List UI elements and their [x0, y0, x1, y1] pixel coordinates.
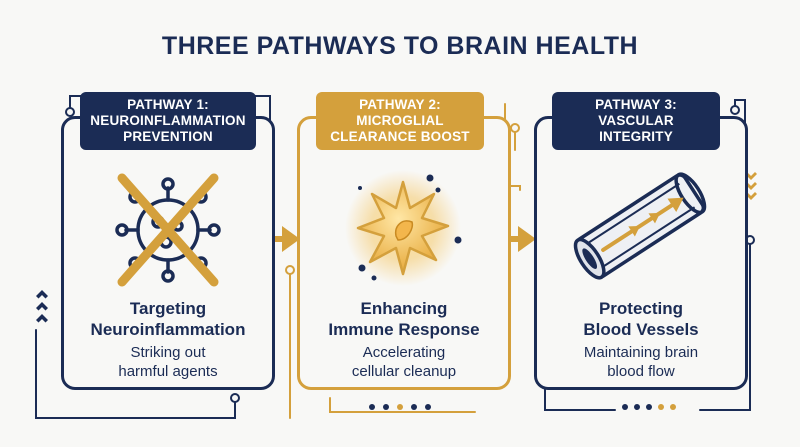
pathway-1-header-line: PREVENTION	[123, 129, 213, 144]
pathway-1-heading-line: Targeting	[129, 299, 207, 318]
pathway-2-header-line: CLEARANCE BOOST	[330, 129, 470, 144]
pathway-3-description-line: Maintaining brain	[583, 344, 699, 361]
pathway-2-heading: Enhancing Immune Response	[297, 298, 511, 340]
pathway-1-description: Striking out harmful agents	[61, 343, 275, 381]
glowing-microglia-icon	[345, 170, 462, 286]
pathway-2-heading-line: Immune Response	[328, 320, 480, 339]
pathway-3-header-line: VASCULAR	[598, 113, 674, 128]
pathway-2-header-line: PATHWAY 2:	[359, 97, 441, 112]
pathway-2-description-line: Accelerating	[362, 344, 446, 361]
pathway-2-header: PATHWAY 2: MICROGLIAL CLEARANCE BOOST	[316, 92, 484, 150]
pathway-2-header-line: MICROGLIAL	[356, 113, 444, 128]
pathway-1-heading: Targeting Neuroinflammation	[61, 298, 275, 340]
pathway-3-header: PATHWAY 3: VASCULAR INTEGRITY	[552, 92, 720, 150]
pathway-3-header-line: PATHWAY 3:	[595, 97, 677, 112]
pathway-3-description-line: blood flow	[607, 363, 675, 380]
chevron-up-icons	[36, 290, 48, 323]
pathway-3-heading-line: Protecting	[598, 299, 684, 318]
pathway-1-header-line: NEUROINFLAMMATION	[90, 113, 246, 128]
pathway-2-description-line: cellular cleanup	[351, 363, 457, 380]
page-title: THREE PATHWAYS TO BRAIN HEALTH	[161, 32, 639, 60]
pathway-1-description-line: Striking out	[130, 344, 206, 361]
blood-vessel-icon	[573, 172, 707, 280]
pathway-2-description: Accelerating cellular cleanup	[297, 343, 511, 381]
pathway-1-description-line: harmful agents	[118, 363, 218, 380]
pathway-2-heading-line: Enhancing	[360, 299, 448, 318]
pathway-1-heading-line: Neuroinflammation	[90, 320, 246, 339]
pathway-3-heading: Protecting Blood Vessels	[534, 298, 748, 340]
pathway-1-header-line: PATHWAY 1:	[127, 97, 209, 112]
crossed-out-virus-icon	[115, 173, 221, 287]
pathway-1-header: PATHWAY 1: NEUROINFLAMMATION PREVENTION	[80, 92, 256, 150]
pathway-3-header-line: INTEGRITY	[599, 129, 673, 144]
pathway-3-heading-line: Blood Vessels	[583, 320, 699, 339]
pathway-3-description: Maintaining brain blood flow	[534, 343, 748, 381]
